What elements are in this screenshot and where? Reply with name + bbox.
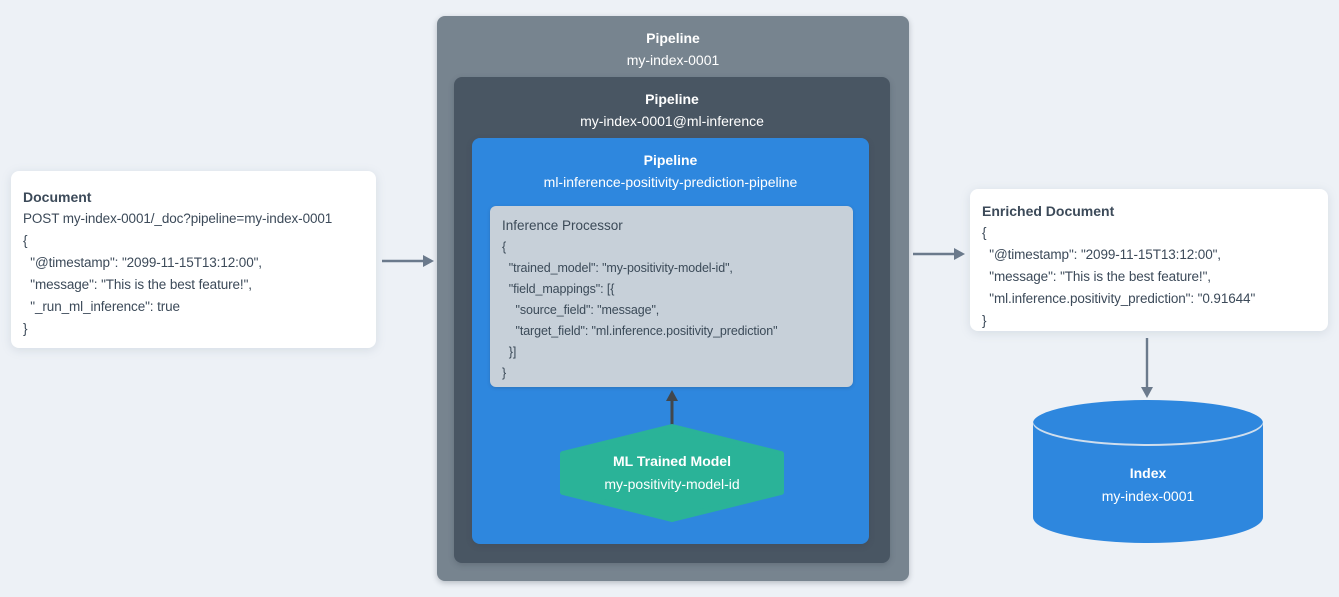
source-document-line: "@timestamp": "2099-11-15T13:12:00", (23, 255, 262, 270)
ml-model-hexagon-icon (560, 424, 784, 522)
pipeline-middle-header: Pipeline my-index-0001@ml-inference (454, 77, 890, 132)
pipeline-outer-label: Pipeline (646, 30, 700, 46)
inference-processor-box: Inference Processor { "trained_model": "… (490, 206, 853, 387)
source-document-line: } (23, 321, 28, 336)
source-document-title: Document (23, 189, 92, 205)
enriched-document-title: Enriched Document (982, 203, 1115, 219)
arrow-enriched-to-index-icon (1141, 338, 1153, 398)
enriched-document-line: "@timestamp": "2099-11-15T13:12:00", (982, 247, 1221, 262)
inference-processor-line: } (502, 366, 507, 380)
pipeline-outer-header: Pipeline my-index-0001 (437, 16, 909, 71)
pipeline-outer-name: my-index-0001 (626, 52, 720, 68)
ml-model-title: ML Trained Model (613, 453, 731, 469)
source-document-line: "_run_ml_inference": true (23, 299, 180, 314)
pipeline-inner-header: Pipeline ml-inference-positivity-predict… (472, 138, 869, 193)
enriched-document-card: Enriched Document { "@timestamp": "2099-… (970, 189, 1328, 331)
enriched-document-line: } (982, 313, 987, 328)
inference-processor-line: }] (502, 345, 517, 359)
inference-processor-title: Inference Processor (502, 218, 623, 233)
inference-processor-line: "source_field": "message", (502, 303, 660, 317)
index-text: Index my-index-0001 (1033, 446, 1263, 508)
arrow-document-to-pipeline-icon (382, 255, 434, 267)
index-title: Index (1129, 465, 1167, 481)
inference-processor-line: "target_field": "ml.inference.positivity… (502, 324, 778, 338)
index-cylinder-top-icon (1033, 400, 1263, 446)
arrow-model-to-processor-icon (666, 390, 678, 425)
index-name: my-index-0001 (1101, 488, 1195, 504)
inference-processor-line: "trained_model": "my-positivity-model-id… (502, 261, 733, 275)
source-document-line: { (23, 233, 28, 248)
source-document-line: POST my-index-0001/_doc?pipeline=my-inde… (23, 211, 333, 226)
enriched-document-line: "message": "This is the best feature!", (982, 269, 1211, 284)
pipeline-inner-label: Pipeline (643, 152, 698, 168)
inference-processor-line: "field_mappings": [{ (502, 282, 615, 296)
ml-model-text: ML Trained Model my-positivity-model-id (560, 424, 784, 522)
pipeline-middle-name: my-index-0001@ml-inference (580, 113, 764, 129)
pipeline-inner-name: ml-inference-positivity-prediction-pipel… (543, 174, 798, 190)
source-document-line: "message": "This is the best feature!", (23, 277, 252, 292)
ml-model-name: my-positivity-model-id (604, 476, 740, 492)
inference-processor-line: { (502, 240, 507, 254)
arrow-pipeline-to-enriched-icon (913, 248, 965, 260)
pipeline-middle-label: Pipeline (645, 91, 699, 107)
enriched-document-line: "ml.inference.positivity_prediction": "0… (982, 291, 1256, 306)
source-document-card: Document POST my-index-0001/_doc?pipelin… (11, 171, 376, 348)
enriched-document-line: { (982, 225, 987, 240)
